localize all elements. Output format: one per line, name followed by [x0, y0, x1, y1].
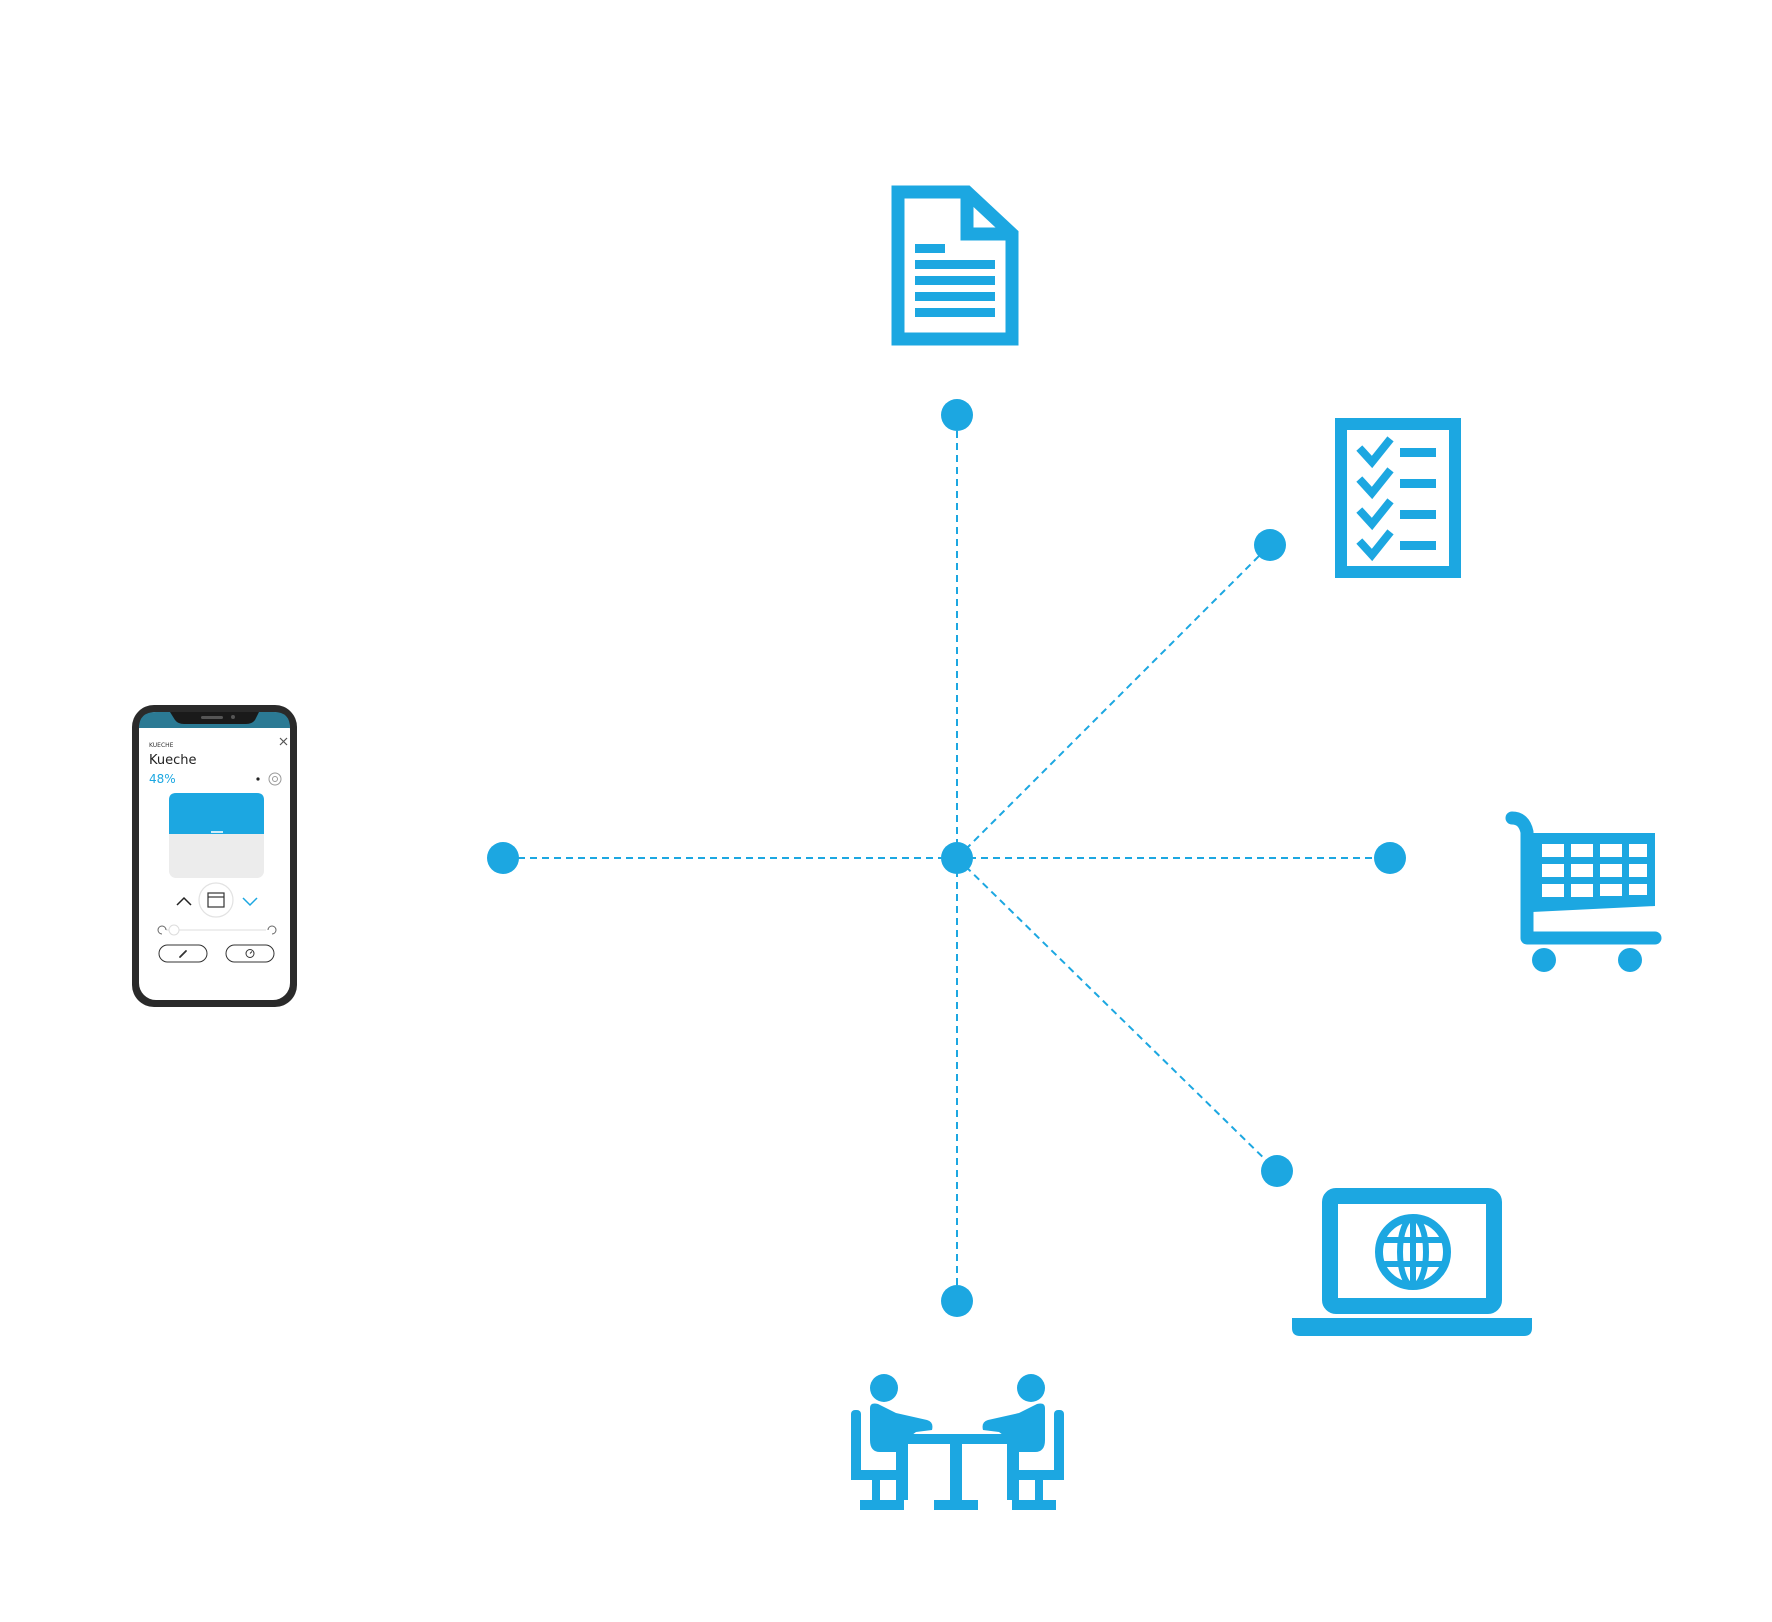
diagram-nodes [487, 399, 1406, 1317]
node-bottom-right [1261, 1155, 1293, 1187]
document-icon [891, 185, 1019, 346]
rotate-right-icon[interactable] [267, 925, 277, 935]
node-left [487, 842, 519, 874]
meeting-icon [851, 1374, 1064, 1510]
checklist-icon [1335, 418, 1461, 578]
tilt-slider[interactable] [166, 924, 266, 936]
blind-icon[interactable] [198, 882, 234, 918]
node-right [1374, 842, 1406, 874]
clock-icon [245, 949, 255, 958]
eye-icon[interactable] [268, 772, 282, 786]
chevron-up-icon[interactable] [176, 896, 192, 906]
node-top [941, 399, 973, 431]
timer-button[interactable] [225, 944, 275, 963]
close-icon[interactable] [279, 737, 288, 746]
connector-bottom-right [956, 857, 1278, 1172]
connector-lines [503, 415, 1390, 1301]
shopping-cart-icon [1505, 811, 1662, 972]
wrench-icon [179, 950, 187, 958]
node-bottom [941, 1285, 973, 1317]
smartphone-app-icon: KUECHE Kueche 48% [132, 705, 297, 1007]
node-top-right [1254, 529, 1286, 561]
room-caption: KUECHE [149, 742, 174, 749]
connector-top-right [956, 544, 1271, 859]
wrench-button[interactable] [158, 944, 208, 963]
rotate-left-icon[interactable] [157, 925, 167, 935]
room-name: Kueche [149, 753, 197, 768]
position-percent: 48% [149, 772, 176, 786]
center-node [941, 842, 973, 874]
laptop-globe-icon [1292, 1188, 1532, 1336]
blind-position-visual [169, 793, 264, 878]
chevron-down-icon[interactable] [242, 897, 258, 907]
